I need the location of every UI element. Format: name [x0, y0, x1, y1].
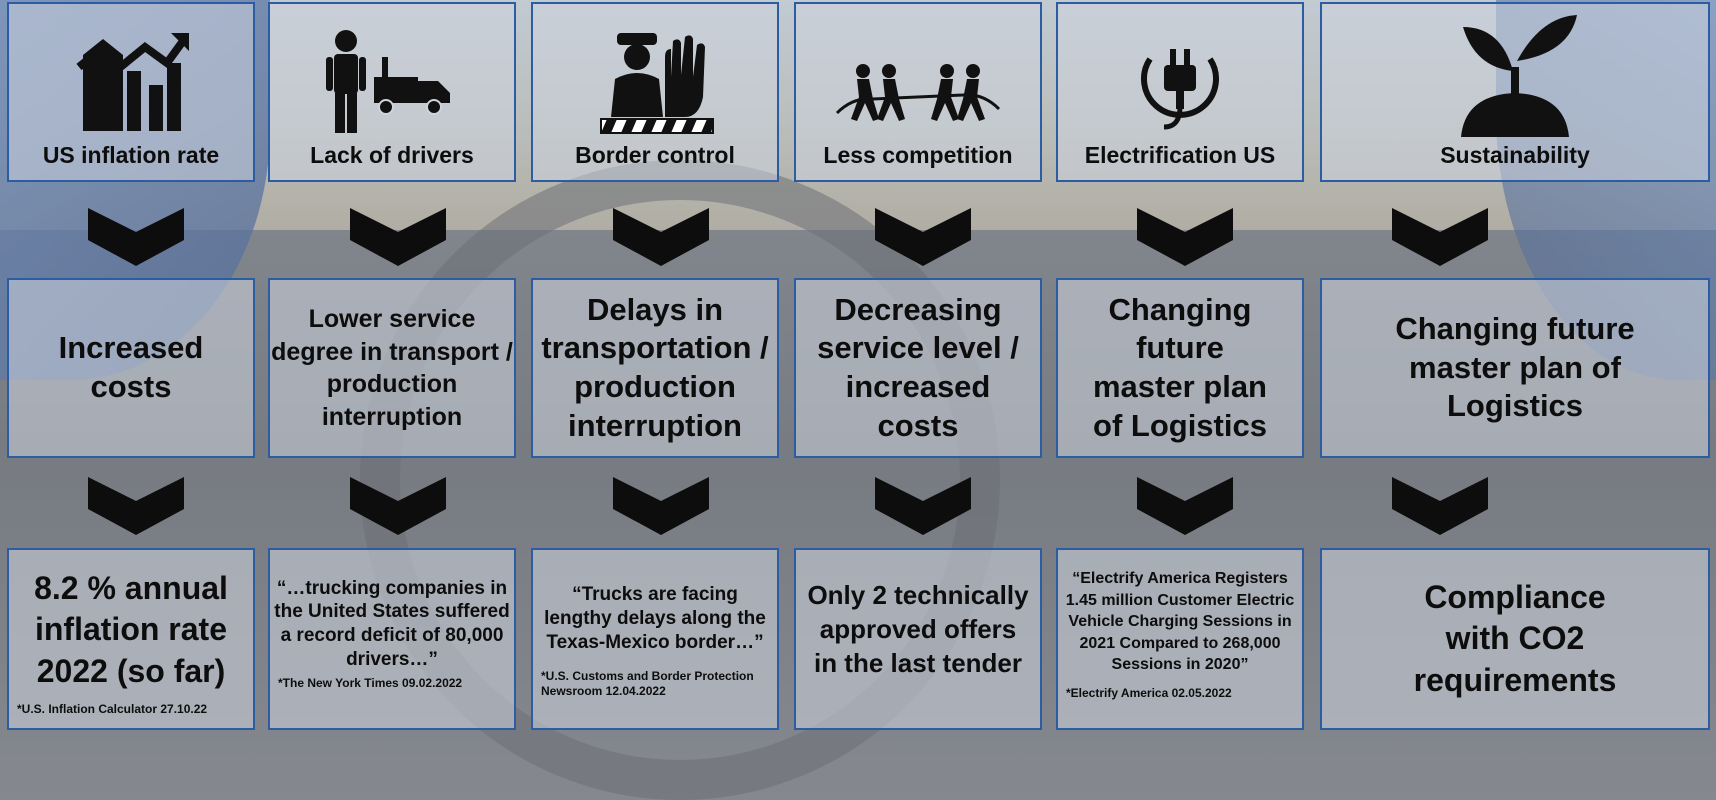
driver-box-sustainability: Sustainability [1320, 2, 1710, 182]
evidence-text: “Electrify America Registers 1.45 millio… [1065, 570, 1295, 674]
chevron-down-icon [88, 208, 184, 266]
driver-label: Sustainability [1440, 141, 1590, 168]
chevron-down-icon [1137, 477, 1233, 535]
effect-text: Changing future master plan of Logistics [1092, 291, 1267, 443]
border-police-icon [600, 32, 714, 134]
effect-box: Changing future master plan of Logistics [1320, 278, 1710, 458]
effect-text: Lower service degree in transport / prod… [271, 305, 513, 431]
effect-text: Changing future master plan of Logistics [1395, 310, 1635, 424]
chart-growth-icon [76, 32, 189, 131]
driver-label: Electrification US [1084, 141, 1276, 168]
chevron-down-icon [350, 208, 446, 266]
evidence-box: “Trucks are facing lengthy delays along … [531, 548, 779, 730]
chevron-down-icon [1392, 477, 1488, 535]
effect-box: Lower service degree in transport / prod… [268, 278, 516, 458]
effect-box: Changing future master plan of Logistics [1056, 278, 1304, 458]
driver-box-drivers: Lack of drivers [268, 2, 516, 182]
truck-driver-icon [326, 29, 450, 133]
plant-sprout-icon [1461, 14, 1577, 137]
driver-label: Lack of drivers [310, 141, 474, 168]
effect-box: Delays in transportation / production in… [531, 278, 779, 458]
chevron-down-icon [350, 477, 446, 535]
source-note: *The New York Times 09.02.2022 [278, 676, 463, 691]
effect-text: Decreasing service level / increased cos… [817, 291, 1019, 443]
driver-box-inflation: US inflation rate [7, 2, 255, 182]
chevron-down-icon [1137, 208, 1233, 266]
evidence-box: “…trucking companies in the United State… [268, 548, 516, 730]
tug-of-war-icon [835, 63, 1001, 121]
electric-plug-icon [1141, 48, 1219, 130]
driver-box-competition: Less competition [794, 2, 1042, 182]
source-note: *U.S. Inflation Calculator 27.10.22 [17, 702, 208, 717]
effect-box: Decreasing service level / increased cos… [794, 278, 1042, 458]
effect-box: Increased costs [7, 278, 255, 458]
driver-box-electrification: Electrification US [1056, 2, 1304, 182]
source-note: *Electrify America 02.05.2022 [1066, 686, 1232, 701]
evidence-box: Compliance with CO2 requirements [1320, 548, 1710, 730]
chevron-down-icon [1392, 208, 1488, 266]
evidence-text: 8.2 % annual inflation rate 2022 (so far… [34, 569, 228, 689]
chevron-down-icon [88, 477, 184, 535]
driver-box-border: Border control [531, 2, 779, 182]
driver-label: Border control [575, 141, 735, 168]
evidence-text: Only 2 technically approved offers in th… [807, 580, 1029, 678]
driver-label: Less competition [823, 141, 1013, 168]
evidence-box: “Electrify America Registers 1.45 millio… [1056, 548, 1304, 730]
evidence-box: 8.2 % annual inflation rate 2022 (so far… [7, 548, 255, 730]
effect-text: Delays in transportation / production in… [541, 291, 769, 443]
evidence-text: “…trucking companies in the United State… [274, 577, 510, 670]
chevron-down-icon [613, 477, 709, 535]
effect-text: Increased costs [58, 330, 204, 404]
chevron-down-icon [875, 477, 971, 535]
source-note: *U.S. Customs and Border Protection News… [541, 668, 754, 699]
evidence-text: Compliance with CO2 requirements [1413, 578, 1617, 698]
chevron-down-icon [875, 208, 971, 266]
evidence-text: “Trucks are facing lengthy delays along … [544, 584, 766, 653]
evidence-box: Only 2 technically approved offers in th… [794, 548, 1042, 730]
chevron-down-icon [613, 208, 709, 266]
driver-label: US inflation rate [42, 141, 220, 168]
